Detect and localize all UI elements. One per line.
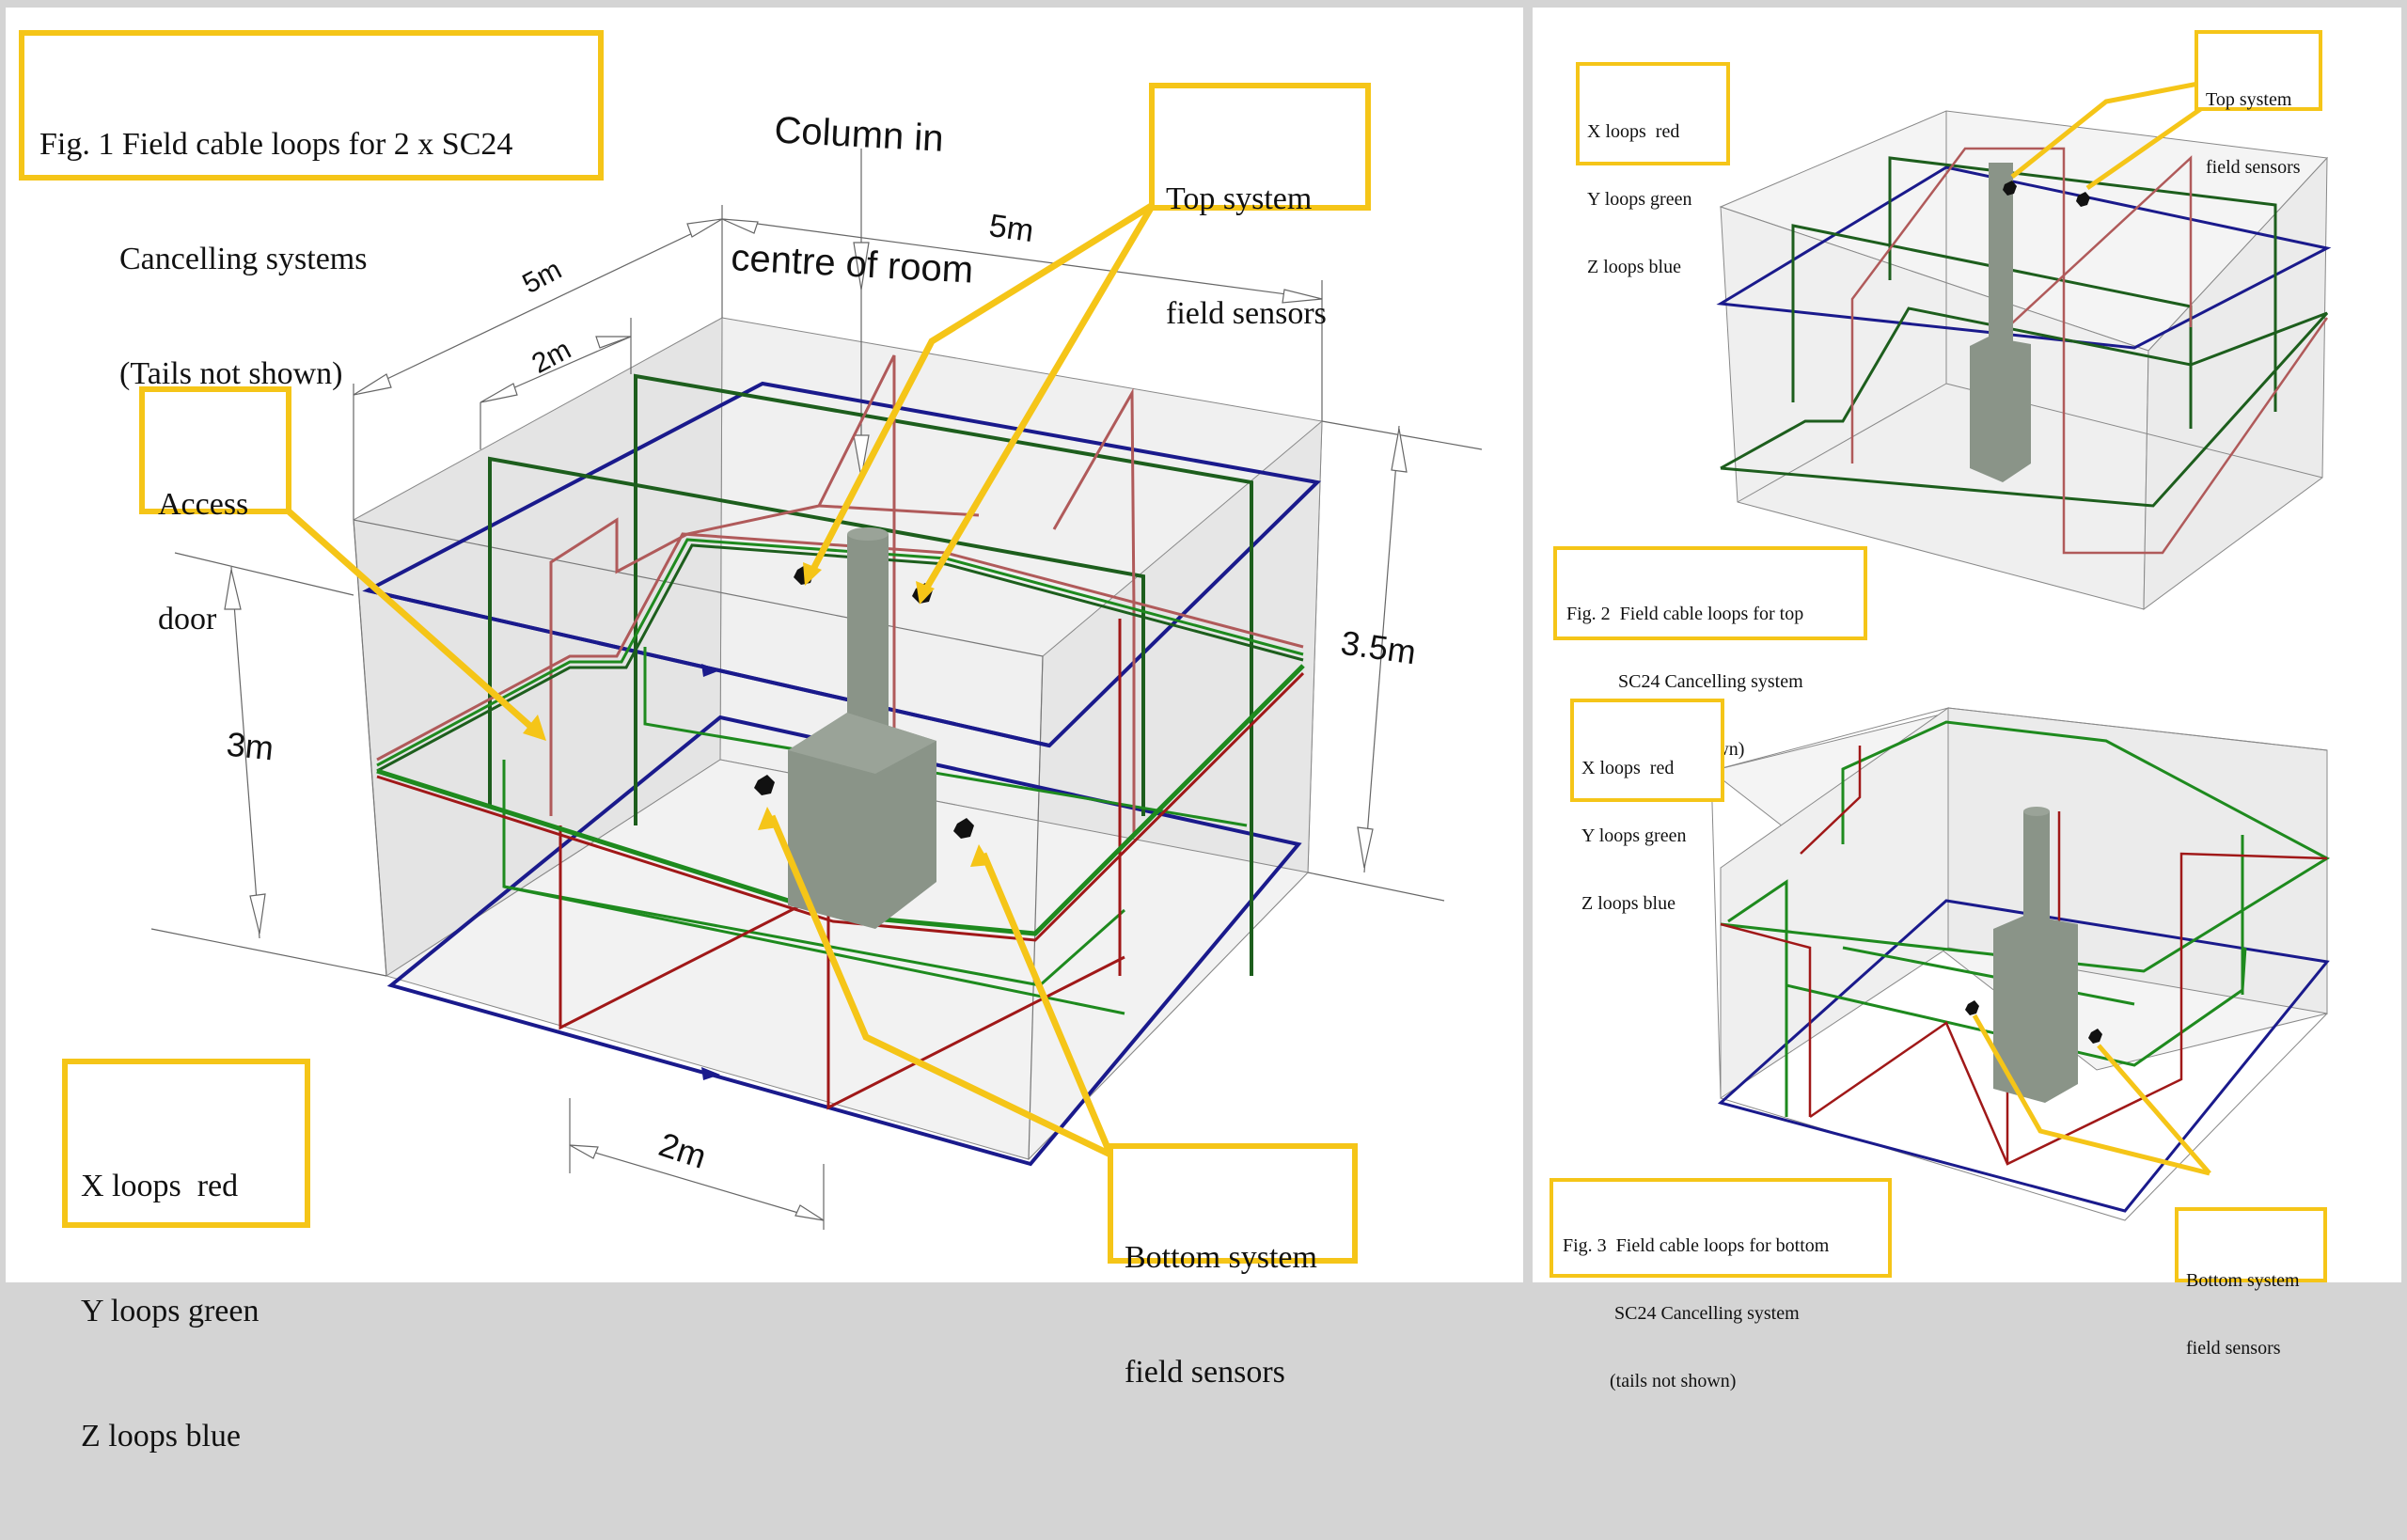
y-loops-top [488,373,1253,976]
fig2-caption: Fig. 2 Field cable loops for top SC24 Ca… [1553,546,1867,760]
fig3-y-loops [1720,720,2331,1117]
fig2-sensor-right [2076,192,2090,207]
top-sensors-callout: Top system field sensors [1149,83,1371,331]
fig3-sensor-left [1965,1000,1979,1015]
fig2-sensor-left [2003,181,2017,196]
fig2-caption-line: Fig. 2 Field cable loops for top [1566,604,1804,624]
bottom-sensors-line: Bottom system [1125,1239,1317,1275]
fig3-z-loop [1717,899,2330,1213]
legend-x: X loops red [81,1169,239,1204]
fig2-sensors-line: field sensors [2206,157,2301,178]
column-base-top [788,713,936,774]
top-sensors-line: Top system [1166,181,1313,216]
fig1-title-box: Fig. 1 Field cable loops for 2 x SC24 Ca… [19,30,604,391]
fig2-sensors-line: Top system [2206,89,2292,110]
fig3-sensors-line: field sensors [2186,1338,2281,1359]
fig1-title-line: Cancelling systems [39,241,368,276]
x-loops-bottom [558,619,1125,1110]
fig3-column [1993,807,2078,1103]
z-loop-bottom [386,715,1302,1167]
legend-y: Y loops green [1587,189,1692,210]
fig3-caption-line: SC24 Cancelling system [1563,1303,1800,1324]
fig2-column [1970,163,2031,482]
column-label-line: centre of room [730,237,975,291]
dimension-lines [150,149,1483,1230]
figure-1-drawing [150,149,1483,1230]
central-column [788,527,936,929]
callout-leaders [285,202,1156,1158]
legend-z: Z loops blue [1587,257,1681,277]
dimension-width-label: 5m [986,207,1036,250]
z-loop-arrow [701,1067,720,1080]
legend-z: Z loops blue [81,1418,241,1454]
callout-arrowheads [523,562,991,867]
figure-2-3-drawing [1709,71,2332,1221]
fig1-title-line: (Tails not shown) [39,356,343,392]
bottom-sensor-left [754,775,775,795]
figure-1-panel: Fig. 1 Field cable loops for 2 x SC24 Ca… [6,8,1523,1454]
column-label-line: Column in [773,109,945,160]
bottom-sensor-right [953,818,974,839]
fig2-caption-line: SC24 Cancelling system [1566,671,1803,692]
fig2-x-loops [1850,147,2329,555]
fig2-sensors-callout: Top system field sensors [2195,30,2322,178]
fig2-legend-box: X loops red Y loops green Z loops blue [1576,62,1730,277]
top-sensors-line: field sensors [1166,295,1327,331]
fig3-legend-box: X loops red Y loops green Z loops blue [1570,699,1724,914]
fig1-title-line: Fig. 1 Field cable loops for 2 x SC24 [39,126,513,162]
column-label: Column in centre of room [726,21,986,379]
fig3-sensor-right [2088,1029,2102,1044]
fig3-callout-leaders [1972,1014,2211,1176]
fig3-sensors-line: Bottom system [2186,1270,2300,1291]
legend-y: Y loops green [1581,825,1687,846]
room-edge [353,519,387,977]
room-edge [1028,655,1044,1160]
legend-x: X loops red [1581,758,1675,778]
access-door-line: Access [158,486,249,522]
bottom-sensors-callout: Bottom system field sensors [1108,1143,1358,1390]
figure-2-3-panel: X loops red Y loops green Z loops blue T… [1533,8,2401,1391]
access-door-line: door [158,601,217,636]
column-top [847,527,889,541]
bottom-sensors-line: field sensors [1125,1354,1285,1390]
legend-z: Z loops blue [1581,893,1675,914]
fig3-caption-line: (tails not shown) [1563,1371,1737,1391]
legend-x: X loops red [1587,121,1680,142]
fig1-legend-box: X loops red Y loops green Z loops blue [62,1059,310,1454]
y-loops-bottom [502,647,1248,1015]
fig3-sensors-callout: Bottom system field sensors [2175,1207,2327,1359]
cable-bundle-middle [376,532,1305,942]
dimension-arrowheads [224,218,1408,1221]
fig3-caption-line: Fig. 3 Field cable loops for bottom [1563,1235,1830,1256]
room-edge [353,519,1044,657]
access-door-callout: Access door [139,386,291,636]
legend-y: Y loops green [81,1293,260,1328]
dimension-height-lower-label: 3m [225,724,276,768]
fig3-caption: Fig. 3 Field cable loops for bottom SC24… [1550,1178,1892,1391]
column-base [788,713,936,929]
z-loop-arrow [701,664,720,677]
